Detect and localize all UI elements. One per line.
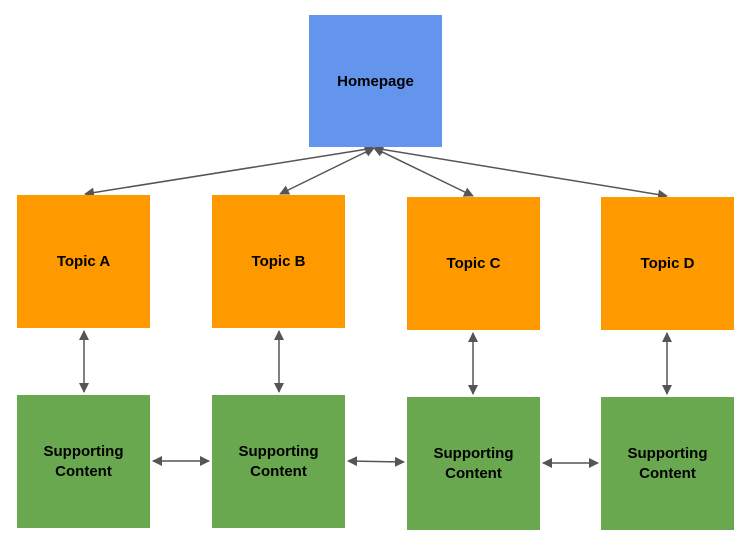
arrow-homepage-topic-d: [373, 144, 668, 200]
supporting-content-b-label: Supporting Content: [238, 442, 319, 480]
homepage-node: Homepage: [309, 15, 442, 147]
supporting-content-a-node: Supporting Content: [17, 395, 150, 528]
topic-d-label: Topic D: [640, 255, 695, 272]
topic-b-label: Topic B: [251, 253, 306, 270]
topic-d-node: Topic D: [601, 197, 734, 330]
supporting-content-c-label: Supporting Content: [433, 444, 514, 482]
arrow-homepage-topic-c: [373, 147, 474, 197]
arrow-homepage-topic-a: [84, 144, 375, 198]
topic-c-label: Topic C: [446, 255, 501, 272]
topic-b-node: Topic B: [212, 195, 345, 328]
arrow-support-b-support-c: [347, 456, 405, 467]
supporting-content-d-node: Supporting Content: [601, 397, 734, 530]
topic-a-node: Topic A: [17, 195, 150, 328]
supporting-content-d-label: Supporting Content: [627, 444, 708, 482]
topic-c-node: Topic C: [407, 197, 540, 330]
topic-a-label: Topic A: [56, 253, 111, 270]
supporting-content-b-node: Supporting Content: [212, 395, 345, 528]
supporting-content-a-label: Supporting Content: [43, 442, 124, 480]
arrow-homepage-topic-b: [279, 147, 375, 195]
supporting-content-c-node: Supporting Content: [407, 397, 540, 530]
homepage-label: Homepage: [337, 72, 414, 90]
